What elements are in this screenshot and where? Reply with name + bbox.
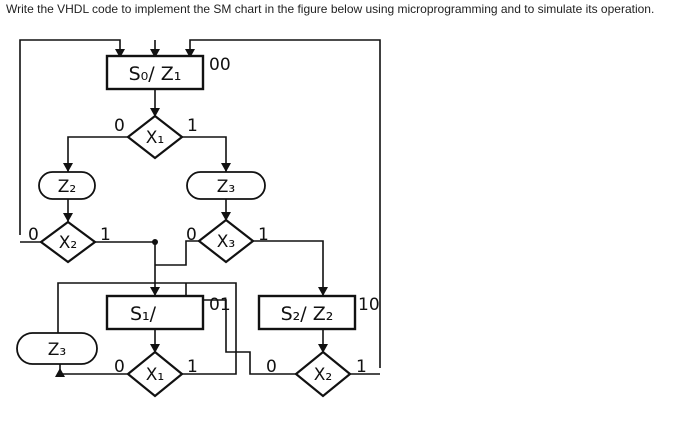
state-s1-label: S₁/ xyxy=(130,303,157,325)
output-z3-left: Z₃ xyxy=(16,332,98,365)
decision-x3-false: 0 xyxy=(186,225,197,245)
decision-x2-left-false: 0 xyxy=(28,225,39,245)
output-z3-left-label: Z₃ xyxy=(48,340,66,360)
output-z3-top-label: Z₃ xyxy=(217,177,235,197)
decision-x2-left: X₂ 0 1 xyxy=(28,220,111,264)
output-z2: Z₂ xyxy=(38,171,96,200)
decision-x1-top-true: 1 xyxy=(187,116,198,136)
decision-x1-top-label: X₁ xyxy=(146,128,164,148)
decision-x3: X₃ 0 1 xyxy=(186,218,269,264)
decision-x2-bottom-false: 0 xyxy=(266,357,277,377)
state-box-s1: S₁/ 01 xyxy=(105,294,231,331)
state-s0-code: 00 xyxy=(209,55,231,75)
decision-x1-top-false: 0 xyxy=(114,116,125,136)
state-s0-label: S₀/ Z₁ xyxy=(129,63,182,85)
state-s2-label: S₂/ Z₂ xyxy=(281,303,334,325)
decision-x1-bottom-true: 1 xyxy=(187,357,198,377)
decision-x3-true: 1 xyxy=(258,225,269,245)
decision-x2-bottom: X₂ 0 1 xyxy=(266,350,367,398)
state-s1-code: 01 xyxy=(209,295,231,315)
decision-x2-left-true: 1 xyxy=(100,225,111,245)
decision-x2-bottom-label: X₂ xyxy=(314,365,332,385)
output-z2-label: Z₂ xyxy=(58,177,76,197)
decision-x1-bottom-label: X₁ xyxy=(146,365,164,385)
decision-x3-label: X₃ xyxy=(217,232,235,252)
state-box-s2: S₂/ Z₂ 10 xyxy=(257,294,380,331)
decision-x2-left-label: X₂ xyxy=(59,233,77,253)
decision-x2-bottom-true: 1 xyxy=(356,357,367,377)
question-text: Write the VHDL code to implement the SM … xyxy=(6,2,655,16)
decision-x1-bottom: X₁ 0 1 xyxy=(114,350,198,398)
state-box-s0: S₀/ Z₁ 00 xyxy=(105,54,231,91)
state-s2-code: 10 xyxy=(358,295,380,315)
decision-x1-bottom-false: 0 xyxy=(114,357,125,377)
output-z3-top: Z₃ xyxy=(186,171,266,200)
decision-x1-top: X₁ 0 1 xyxy=(114,114,198,160)
